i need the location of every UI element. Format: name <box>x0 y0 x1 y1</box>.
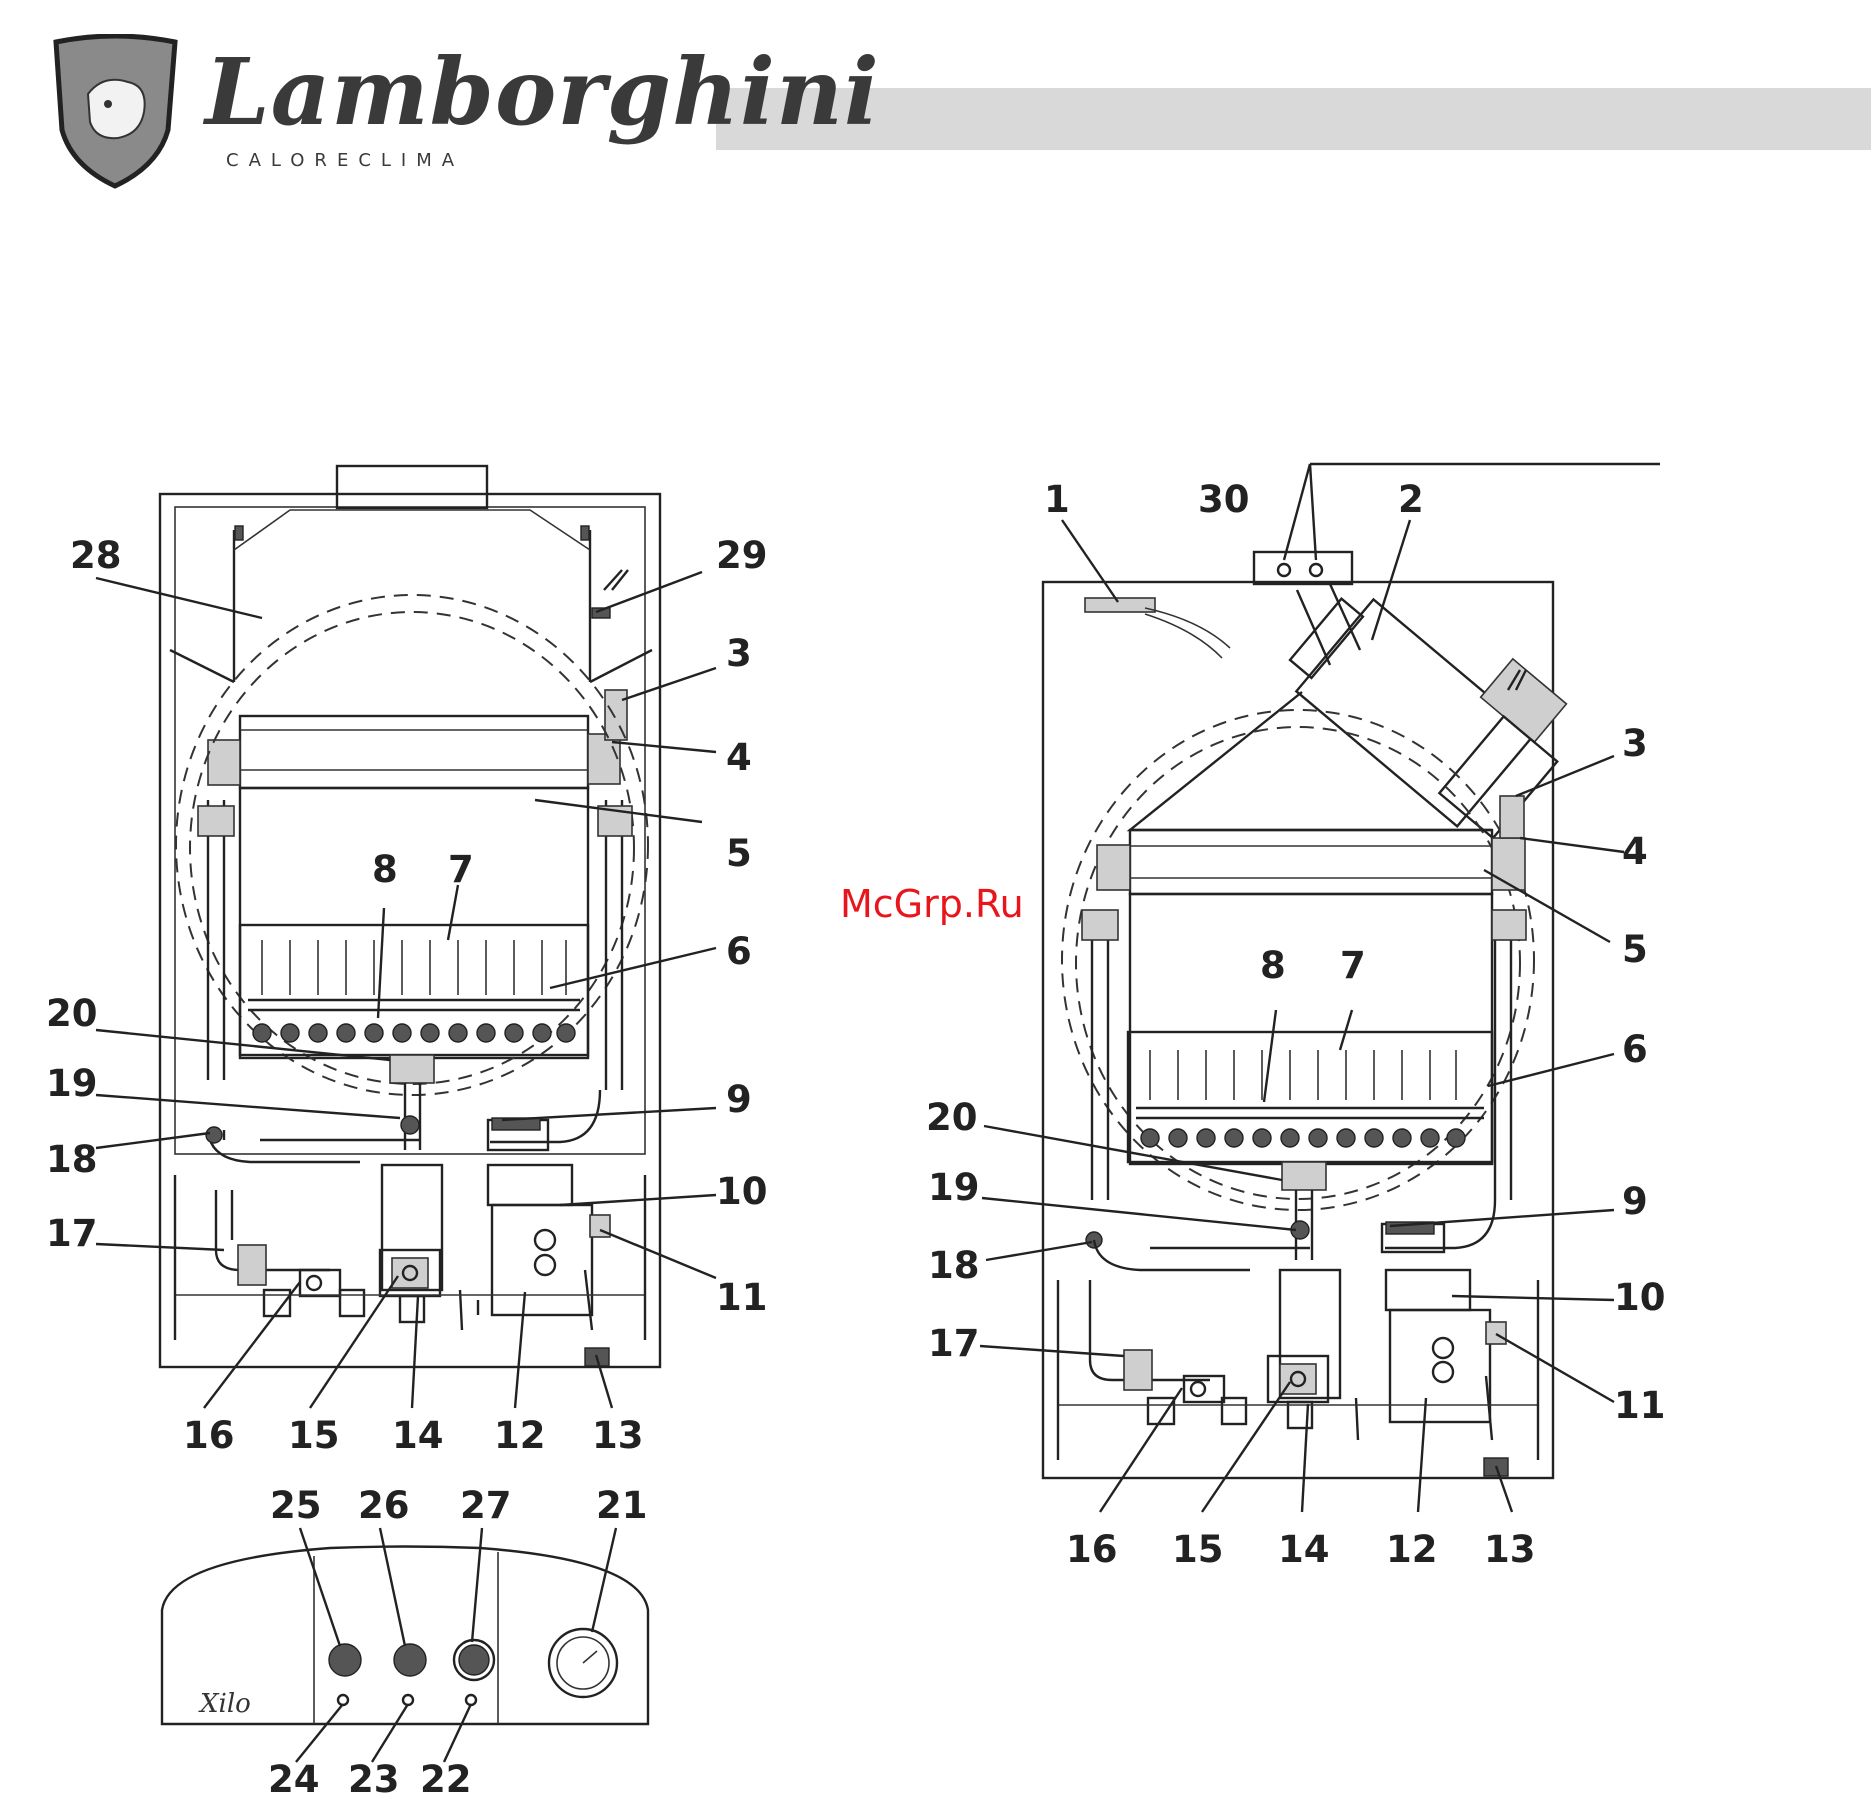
right-label-6: 6 <box>1622 1028 1648 1071</box>
right-label-2: 2 <box>1398 478 1424 521</box>
right-label-3: 3 <box>1622 722 1648 765</box>
panel-label-21: 21 <box>596 1484 648 1527</box>
right-label-13: 13 <box>1484 1528 1536 1571</box>
left-label-14: 14 <box>392 1414 444 1457</box>
left-label-3: 3 <box>726 632 752 675</box>
left-label-6: 6 <box>726 930 752 973</box>
right-label-7: 7 <box>1340 944 1366 987</box>
right-label-10: 10 <box>1614 1276 1666 1319</box>
panel-label-23: 23 <box>348 1758 400 1801</box>
left-label-28: 28 <box>70 534 122 577</box>
left-label-5: 5 <box>726 832 752 875</box>
left-boiler-drawing <box>160 466 660 1367</box>
left-label-13: 13 <box>592 1414 644 1457</box>
left-label-7: 7 <box>448 848 474 891</box>
left-label-29: 29 <box>716 534 768 577</box>
left-label-20: 20 <box>46 992 98 1035</box>
panel-label-25: 25 <box>270 1484 322 1527</box>
left-label-4: 4 <box>726 736 752 779</box>
left-label-11: 11 <box>716 1276 768 1319</box>
right-label-16: 16 <box>1066 1528 1118 1571</box>
left-label-8: 8 <box>372 848 398 891</box>
right-label-8: 8 <box>1260 944 1286 987</box>
panel-label-27: 27 <box>460 1484 512 1527</box>
panel-label-22: 22 <box>420 1758 472 1801</box>
control-panel-drawing: Xilo <box>162 1547 648 1725</box>
right-label-14: 14 <box>1278 1528 1330 1571</box>
right-label-4: 4 <box>1622 830 1648 873</box>
left-label-10: 10 <box>716 1170 768 1213</box>
right-boiler-drawing <box>1043 550 1589 1478</box>
right-label-18: 18 <box>928 1244 980 1287</box>
right-label-9: 9 <box>1622 1180 1648 1223</box>
right-label-19: 19 <box>928 1166 980 1209</box>
right-label-15: 15 <box>1172 1528 1224 1571</box>
panel-label-26: 26 <box>358 1484 410 1527</box>
panel-label-24: 24 <box>268 1758 320 1801</box>
left-label-17: 17 <box>46 1212 98 1255</box>
right-label-5: 5 <box>1622 928 1648 971</box>
right-label-30: 30 <box>1198 478 1250 521</box>
left-label-15: 15 <box>288 1414 340 1457</box>
right-label-1: 1 <box>1044 478 1070 521</box>
right-label-17: 17 <box>928 1322 980 1365</box>
right-label-20: 20 <box>926 1096 978 1139</box>
left-label-19: 19 <box>46 1062 98 1105</box>
right-label-12: 12 <box>1386 1528 1438 1571</box>
left-label-16: 16 <box>183 1414 235 1457</box>
left-label-18: 18 <box>46 1138 98 1181</box>
left-label-12: 12 <box>494 1414 546 1457</box>
left-label-9: 9 <box>726 1078 752 1121</box>
model-name: Xilo <box>198 1689 251 1719</box>
right-label-11: 11 <box>1614 1384 1666 1427</box>
